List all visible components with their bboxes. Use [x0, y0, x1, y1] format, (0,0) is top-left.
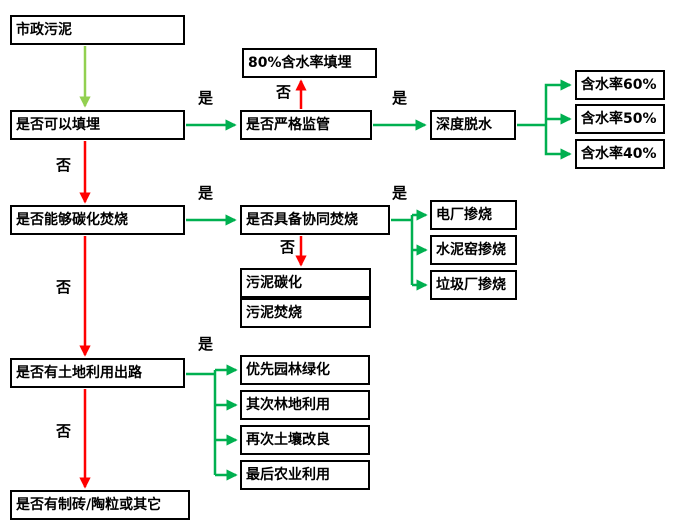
- node-forest-land-use: 其次林地利用: [240, 390, 370, 420]
- node-sludge-carbonization: 污泥碳化: [240, 268, 371, 298]
- node-moisture-50: 含水率50%: [575, 104, 665, 134]
- edge-label-no-landfill: 否: [56, 156, 72, 174]
- node-cement-kiln-cofiring: 水泥窑掺烧: [430, 235, 517, 265]
- node-can-carbonize-incinerate: 是否能够碳化焚烧: [10, 205, 185, 235]
- edge-label-no-coincinerate: 否: [280, 238, 296, 256]
- node-land-use-outlet: 是否有土地利用出路: [10, 358, 185, 388]
- edge-dewater-branch-40: [544, 125, 572, 160]
- node-agricultural-use: 最后农业利用: [240, 460, 370, 490]
- edge-label-yes-landfill: 是: [198, 89, 214, 107]
- node-garden-greening: 优先园林绿化: [240, 355, 370, 385]
- node-brick-ceramsite-other: 是否有制砖/陶粒或其它: [10, 490, 190, 520]
- node-strict-supervision: 是否严格监管: [240, 110, 372, 140]
- edge-dewater-branch-60: [544, 79, 572, 125]
- edge-label-no-landuse: 否: [56, 422, 72, 440]
- edge-label-yes-carbonize: 是: [198, 184, 214, 202]
- edge-label-no-carbonize: 否: [56, 278, 72, 296]
- node-soil-improvement: 再次土壤改良: [240, 425, 370, 455]
- node-has-co-incineration: 是否具备协同焚烧: [240, 205, 390, 235]
- edge-label-yes-coincinerate: 是: [392, 184, 408, 202]
- node-sludge-incineration: 污泥焚烧: [240, 298, 371, 328]
- node-can-landfill: 是否可以填埋: [10, 110, 185, 140]
- node-waste-plant-cofiring: 垃圾厂掺烧: [430, 270, 517, 300]
- node-moisture-60: 含水率60%: [575, 70, 665, 100]
- edge-label-no-supervision: 否: [276, 83, 292, 101]
- node-deep-dewatering: 深度脱水: [430, 110, 516, 140]
- node-moisture-40: 含水率40%: [575, 139, 665, 169]
- edge-label-yes-landuse: 是: [198, 335, 214, 353]
- node-municipal-sludge: 市政污泥: [10, 15, 185, 45]
- edge-label-yes-supervision: 是: [392, 89, 408, 107]
- node-landfill-80-moisture: 80%含水率填埋: [242, 48, 377, 78]
- node-power-plant-cofiring: 电厂掺烧: [430, 200, 517, 230]
